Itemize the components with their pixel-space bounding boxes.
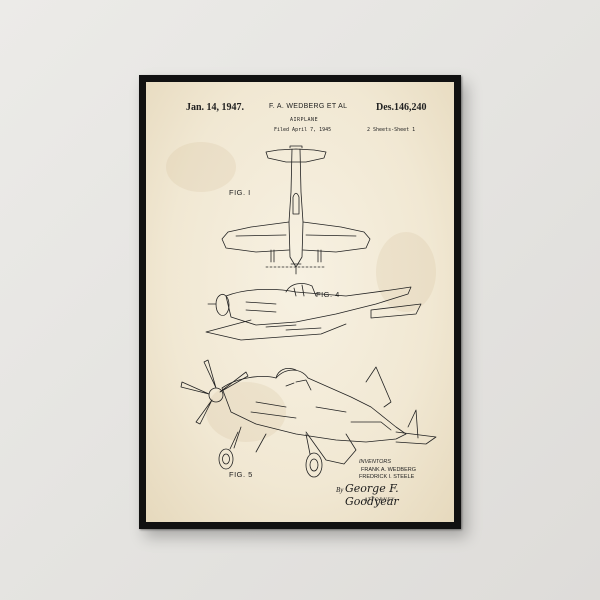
fig-5-label: FIG. 5 [229, 470, 253, 479]
airplane-side-view [205, 283, 422, 341]
attorney-signature: George F. Goodyear [345, 482, 399, 508]
inventors-label: INVENTORS [359, 459, 391, 465]
patent-sheet-count: 2 Sheets-Sheet 1 [367, 127, 416, 133]
fig-4-label: FIG. 4 [316, 290, 340, 299]
airplane-top-view [221, 145, 371, 275]
attorney-label: ATTORNEY [364, 497, 395, 503]
patent-date: Jan. 14, 1947. [186, 102, 245, 113]
patent-filed-date: Filed April 7, 1945 [274, 127, 332, 133]
paper-stain [376, 232, 436, 312]
patent-inventors-header: F. A. WEDBERG ET AL [269, 103, 348, 110]
patent-title: AIRPLANE [290, 117, 319, 123]
inventor-name-1: FRANK A. WEDBERG [361, 467, 417, 473]
paper-stain [206, 382, 286, 442]
inventor-name-2: FREDRICK I. STEELE [359, 474, 415, 480]
airplane-drawings [180, 145, 437, 478]
by-label: By [336, 486, 344, 494]
patent-design-number: Des.146,240 [376, 102, 427, 113]
patent-paper: Jan. 14, 1947. F. A. WEDBERG ET AL Des.1… [146, 82, 454, 522]
poster-frame: Jan. 14, 1947. F. A. WEDBERG ET AL Des.1… [139, 75, 461, 529]
fig-1-label: FIG. I [229, 188, 251, 197]
paper-stain [166, 142, 236, 192]
airplane-perspective-view [180, 359, 437, 478]
